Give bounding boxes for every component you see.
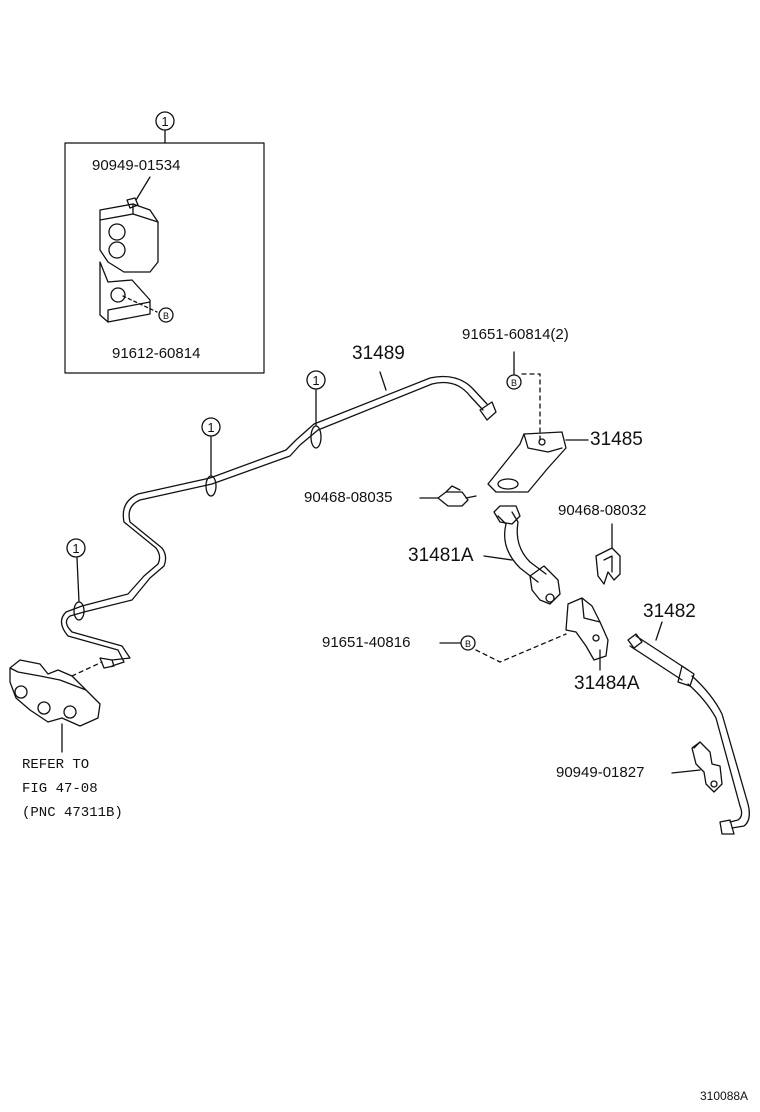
leader-31482 <box>655 621 663 641</box>
hose-31481A <box>483 505 561 605</box>
figure-id: 310088A <box>700 1089 749 1103</box>
label-31481A: 31481A <box>408 545 474 566</box>
leader-kit-bolt <box>122 295 158 313</box>
clip-90468-08035 <box>419 485 477 507</box>
hose-31482 <box>627 621 750 835</box>
clamp-b-callout-circle <box>201 417 221 437</box>
clamp-c-callout-circle <box>66 538 86 558</box>
label-31482: 31482 <box>643 601 696 622</box>
clip-90468-08032 <box>595 523 621 585</box>
grommet-clamp-part <box>99 197 159 323</box>
bracket-31485: B <box>487 351 589 493</box>
leader-31489 <box>379 371 387 391</box>
label-31485: 31485 <box>590 429 643 450</box>
hose-top-fitting <box>493 505 521 525</box>
leader-31481A <box>483 555 513 561</box>
union-90949-01827 <box>671 741 723 793</box>
label-31489: 31489 <box>352 343 405 364</box>
kit-callout-text: 1 <box>161 114 168 129</box>
bolt-top-callout-circle <box>506 374 522 390</box>
label-90949-01534: 90949-01534 <box>92 157 181 174</box>
kit-box: 1 B <box>64 111 265 374</box>
clamp-b-callout-text: 1 <box>207 420 214 435</box>
bolt-top-callout-text: B <box>511 378 517 388</box>
label-90468-08035: 90468-08035 <box>304 489 393 506</box>
leader-90949-01827 <box>671 769 701 774</box>
clamp-callouts: 1 1 1 <box>66 370 326 603</box>
tube-clamp-b <box>205 475 217 497</box>
clamp-a-callout-circle <box>306 370 326 390</box>
label-90468-08032: 90468-08032 <box>558 502 647 519</box>
clamp-c-callout-text: 1 <box>72 541 79 556</box>
leader-90949-01534 <box>135 176 151 201</box>
label-90949-01827: 90949-01827 <box>556 764 645 781</box>
kit-bolt-callout-circle <box>158 307 174 323</box>
kit-callout-circle <box>155 111 175 131</box>
kit-bolt-callout-text: B <box>163 311 169 321</box>
bracket-31484A: B <box>439 597 609 671</box>
tube-fitting-lower <box>99 657 115 669</box>
tube-clamp-a <box>310 425 322 449</box>
hose-31482-end-fitting <box>627 633 643 649</box>
refer-line-2: FIG 47-08 <box>22 781 98 797</box>
bolt-mid-callout-text: B <box>465 639 471 649</box>
refer-line-1: REFER TO <box>22 757 90 773</box>
leader-bolt-mid-dashed <box>475 633 567 663</box>
junction-valve <box>9 659 103 753</box>
bolt-mid-callout-circle <box>460 635 476 651</box>
clamp-a-callout-text: 1 <box>312 373 319 388</box>
label-91651-60814: 91651-60814(2) <box>462 326 569 343</box>
hose-31482-tube-fitting <box>719 819 735 835</box>
label-91612-60814: 91612-60814 <box>112 345 201 362</box>
leader-junction-dashed <box>71 661 103 677</box>
label-31484A: 31484A <box>574 673 640 694</box>
tube-fitting-upper <box>479 401 497 421</box>
brake-tube-31489 <box>60 371 497 669</box>
label-91651-40816: 91651-40816 <box>322 634 411 651</box>
refer-line-3: (PNC 47311B) <box>22 805 123 821</box>
leader-bolt-dashed <box>521 373 541 441</box>
tube-clamp-c <box>73 601 85 621</box>
hose-bottom-fitting <box>529 565 561 605</box>
